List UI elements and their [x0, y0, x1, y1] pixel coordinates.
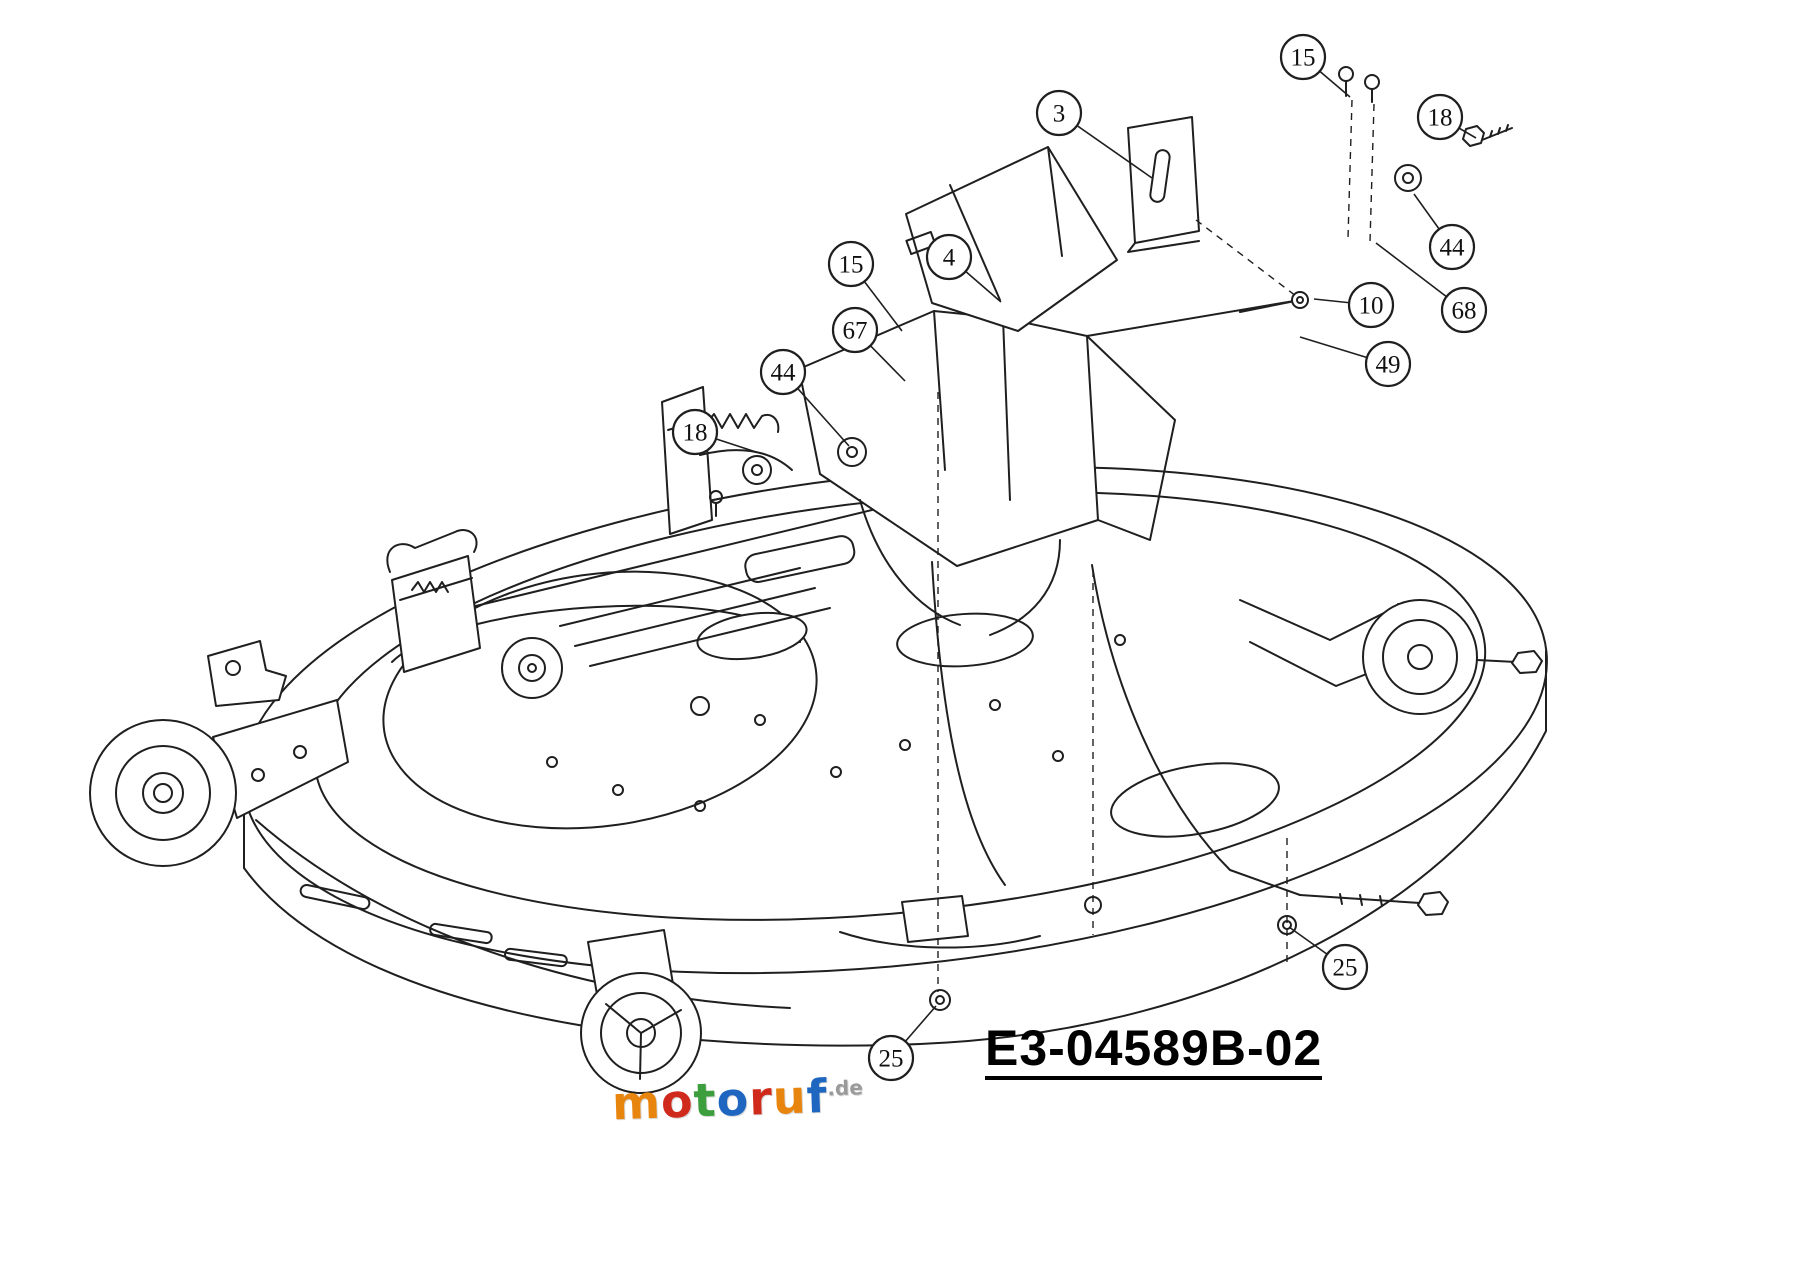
- callout-44: 44: [759, 348, 850, 447]
- callout-3: 3: [1035, 89, 1153, 179]
- svg-text:18: 18: [683, 420, 708, 447]
- callout-layer: 15 18 3 44 10 68 49 15 4 67 44 18 25 25: [671, 33, 1488, 1082]
- left-wheel: [89, 699, 349, 867]
- callout-44: 44: [1413, 193, 1476, 271]
- svg-text:15: 15: [839, 252, 864, 279]
- callout-25: 25: [867, 1005, 937, 1082]
- watermark-letter: o: [715, 1071, 751, 1127]
- watermark-suffix: .de: [826, 1075, 864, 1101]
- deflector: [905, 146, 1118, 332]
- svg-text:3: 3: [1053, 101, 1066, 128]
- callout-18: 18: [671, 408, 757, 456]
- svg-text:10: 10: [1359, 293, 1384, 320]
- belt-cover: [382, 570, 818, 830]
- callout-18: 18: [1416, 93, 1477, 141]
- svg-text:15: 15: [1291, 45, 1316, 72]
- watermark-word: motoruf: [611, 1069, 828, 1130]
- watermark-letter: o: [660, 1073, 695, 1129]
- callout-49: 49: [1299, 336, 1412, 388]
- watermark-letter: f: [805, 1068, 829, 1124]
- watermark-letter: u: [771, 1069, 808, 1125]
- right-wheel: [1239, 599, 1543, 715]
- callout-68: 68: [1375, 242, 1488, 334]
- deck-top-details: [299, 501, 1126, 968]
- callout-4: 4: [925, 233, 1002, 303]
- drawing-number: E3-04589B-02: [985, 1022, 1323, 1080]
- discharge-chute: [798, 291, 1309, 668]
- watermark-logo: motoruf.de: [611, 1068, 864, 1130]
- callout-25: 25: [1288, 926, 1369, 991]
- svg-text:4: 4: [943, 245, 956, 272]
- front-wheel: [580, 929, 702, 1094]
- hanger-rods: [901, 561, 1449, 1011]
- watermark-letter: t: [692, 1072, 718, 1128]
- svg-text:18: 18: [1428, 105, 1453, 132]
- svg-text:68: 68: [1452, 298, 1477, 325]
- callout-15: 15: [1279, 33, 1351, 98]
- svg-text:44: 44: [771, 360, 797, 387]
- handle-bracket: [386, 529, 481, 673]
- construction-lines: [937, 99, 1375, 992]
- mounting-bracket: [1127, 66, 1513, 253]
- svg-text:67: 67: [843, 318, 868, 345]
- svg-text:25: 25: [879, 1046, 904, 1073]
- watermark-letter: r: [748, 1070, 774, 1126]
- watermark-letter: m: [611, 1074, 662, 1131]
- svg-text:44: 44: [1440, 235, 1466, 262]
- callout-67: 67: [831, 306, 906, 382]
- svg-text:49: 49: [1376, 352, 1401, 379]
- mower-deck-drawing: [89, 66, 1548, 1094]
- flag-bracket: [207, 640, 287, 707]
- svg-text:25: 25: [1333, 955, 1358, 982]
- callout-15: 15: [827, 240, 903, 332]
- callout-10: 10: [1313, 281, 1395, 329]
